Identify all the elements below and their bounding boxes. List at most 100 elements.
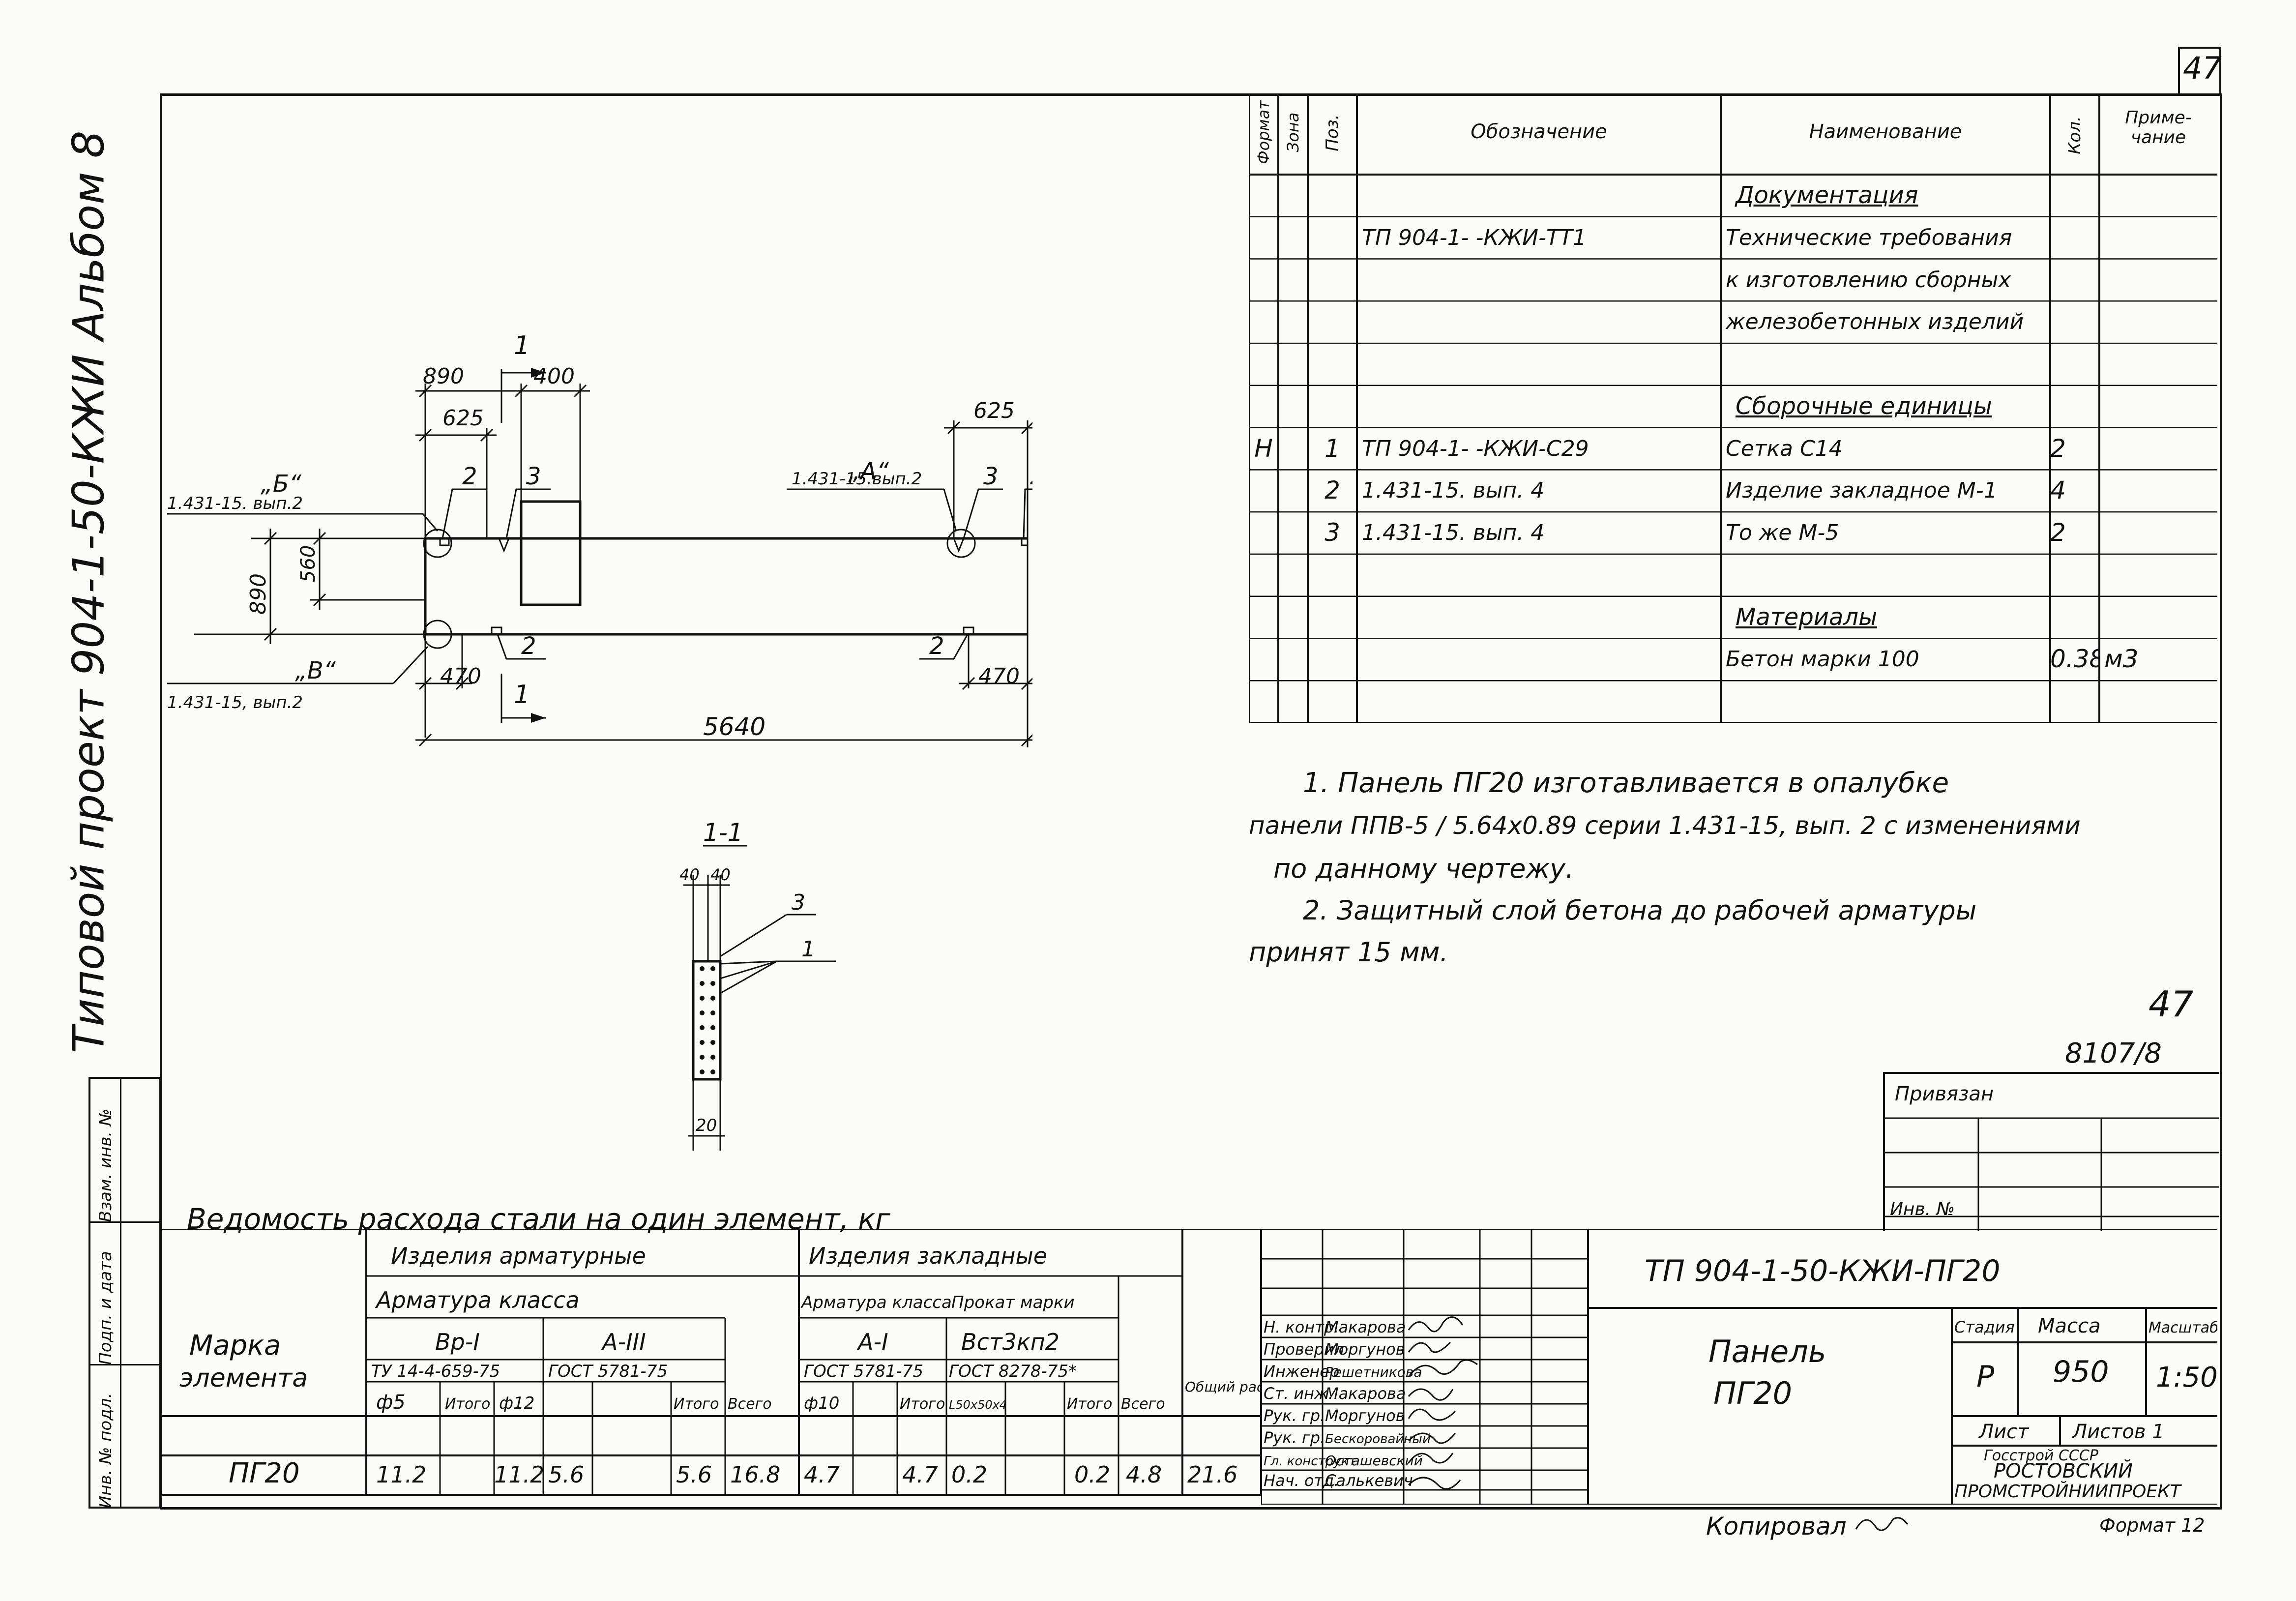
steel-gost-bp: ТУ 14-4-659-75 [371, 1362, 500, 1381]
spec-cell-pos [1308, 217, 1357, 259]
node-v-label: „В“ [295, 657, 336, 684]
steel-v-itogo1: 11.2 [494, 1461, 544, 1488]
spec-cell-name [1726, 681, 2050, 723]
node-a-ref: 1.431-15.вып.2 [792, 469, 922, 489]
spec-cell-designation [1362, 385, 1721, 428]
steel-h-prof: L50х50х4 [949, 1398, 1007, 1412]
node-a-circle [946, 529, 976, 558]
tb-name-8: Салькевич [1325, 1471, 1413, 1490]
node-b-circle [423, 529, 452, 558]
tb-name-4: Макарова [1325, 1384, 1406, 1403]
steel-mark-header-1: Марка [189, 1330, 281, 1362]
spec-header-zone: Зона [1284, 112, 1302, 152]
spec-cell-designation: ТП 904-1- -КЖИ-ТТ1 [1362, 225, 1587, 250]
node-v-ref: 1.431-15, вып.2 [167, 693, 303, 712]
spec-grid [1249, 93, 2217, 723]
section-dim-40a: 40 [679, 865, 700, 884]
tb-scale: 1:50 [2156, 1362, 2217, 1393]
spec-cell-name: железобетонных изделий [1726, 309, 2024, 335]
spec-cell-note [2104, 175, 2217, 217]
spec-cell-designation [1362, 343, 1721, 385]
pos-label-2a: 2 [462, 463, 477, 490]
spec-row: Материалы [1249, 596, 2217, 639]
spec-cell-name: Сборочные единицы [1736, 392, 1992, 420]
spec-cell-format [1251, 596, 1276, 639]
spec-cell-qty [2050, 301, 2099, 343]
spec-row [1249, 681, 2217, 723]
spec-row [1249, 554, 2217, 596]
spec-cell-name: Бетон марки 100 [1726, 647, 1919, 672]
steel-h-vsego1: Всего [728, 1395, 772, 1413]
spec-cell-designation [1362, 596, 1721, 639]
spec-cell-pos: 2 [1325, 476, 1340, 505]
spec-cell-qty [2050, 343, 2099, 385]
spec-cell-pos: 3 [1325, 518, 1340, 547]
steel-h-itogo2: Итого [674, 1395, 719, 1413]
tb-name-7: Осташевский [1325, 1453, 1423, 1469]
spec-cell-name [1726, 343, 2050, 385]
tb-org-1: Госстрой СССР [1984, 1447, 2099, 1464]
spec-row: железобетонных изделий [1249, 301, 2217, 343]
spec-cell-format [1251, 259, 1276, 301]
dim-5640: 5640 [703, 712, 765, 741]
spec-cell-qty: 4 [2050, 476, 2066, 505]
spec-cell-designation [1362, 175, 1721, 217]
note-line-4: 2. Защитный слой бетона до рабочей армат… [1303, 895, 1977, 926]
spec-cell-pos: 1 [1325, 434, 1340, 463]
spec-cell-note [2104, 681, 2217, 723]
spec-cell-qty [2050, 175, 2099, 217]
spec-cell-format [1251, 470, 1276, 512]
spec-cell-pos [1308, 554, 1357, 596]
spec-cell-designation [1362, 301, 1721, 343]
steel-v-f5: 11.2 [376, 1461, 426, 1488]
tb-name-5: Моргунов [1325, 1406, 1405, 1425]
sheet-number-top: 47 [2183, 50, 2222, 86]
tb-code: ТП 904-1-50-КЖИ-ПГ20 [1645, 1254, 2001, 1288]
inv-label: Инв. № [1890, 1199, 1955, 1219]
spec-cell-format [1251, 343, 1276, 385]
node-a-label: „А“ [848, 458, 889, 485]
section-dim-40b: 40 [710, 865, 731, 884]
spec-row: к изготовлению сборных [1249, 259, 2217, 301]
pos-label-3a: 3 [526, 463, 541, 490]
steel-row-mark: ПГ20 [229, 1457, 300, 1489]
dim-400: 400 [533, 364, 575, 389]
spec-cell-format [1251, 681, 1276, 723]
steel-v-vsego2: 4.8 [1126, 1461, 1162, 1488]
steel-class-a3: А-III [601, 1329, 646, 1355]
spec-cell-designation: 1.431-15. вып. 4 [1362, 520, 1545, 546]
spec-cell-pos [1308, 385, 1357, 428]
steel-h-itogo1: Итого [445, 1395, 490, 1413]
tb-role-4: Ст. инж. [1264, 1384, 1333, 1403]
binding-label: Привязан [1895, 1083, 1994, 1105]
steel-gost-a3: ГОСТ 5781-75 [548, 1362, 668, 1381]
steel-class-bp: Вр-I [435, 1329, 480, 1355]
node-b-label: „Б“ [261, 470, 302, 498]
copied-by: Копировал [1706, 1512, 1847, 1541]
spec-cell-qty [2050, 385, 2099, 428]
note-line-1: 1. Панель ПГ20 изготавливается в опалубк… [1303, 767, 1949, 799]
side-title: Типовой проект 904-1-50-КЖИ Альбом 8 [63, 130, 114, 1053]
pos-label-3b: 3 [983, 463, 999, 490]
spec-cell-qty [2050, 217, 2099, 259]
steel-h-vsego2: Всего [1121, 1395, 1165, 1413]
dim-625-right: 625 [973, 398, 1015, 423]
spec-cell-pos [1308, 301, 1357, 343]
format-label: Формат 12 [2099, 1514, 2205, 1536]
specification-table: Формат Зона Поз. Обозначение Наименовани… [1249, 93, 2217, 723]
spec-cell-format [1251, 217, 1276, 259]
spec-header-name: Наименование [1809, 120, 1962, 143]
steel-emb-arm: Арматура класса [800, 1293, 952, 1312]
spec-cell-note [2104, 259, 2217, 301]
tb-org-2: РОСТОВСКИЙ [1994, 1459, 2133, 1482]
steel-arm-class: Арматура класса [375, 1287, 580, 1313]
spec-cell-note [2104, 301, 2217, 343]
spec-cell-name: То же М-5 [1726, 520, 1839, 546]
spec-header-note: Приме-чание [2125, 108, 2192, 148]
spec-cell-designation [1362, 259, 1721, 301]
steel-h-f10: ф10 [804, 1393, 839, 1413]
tb-sheets: Листов 1 [2071, 1421, 2165, 1443]
